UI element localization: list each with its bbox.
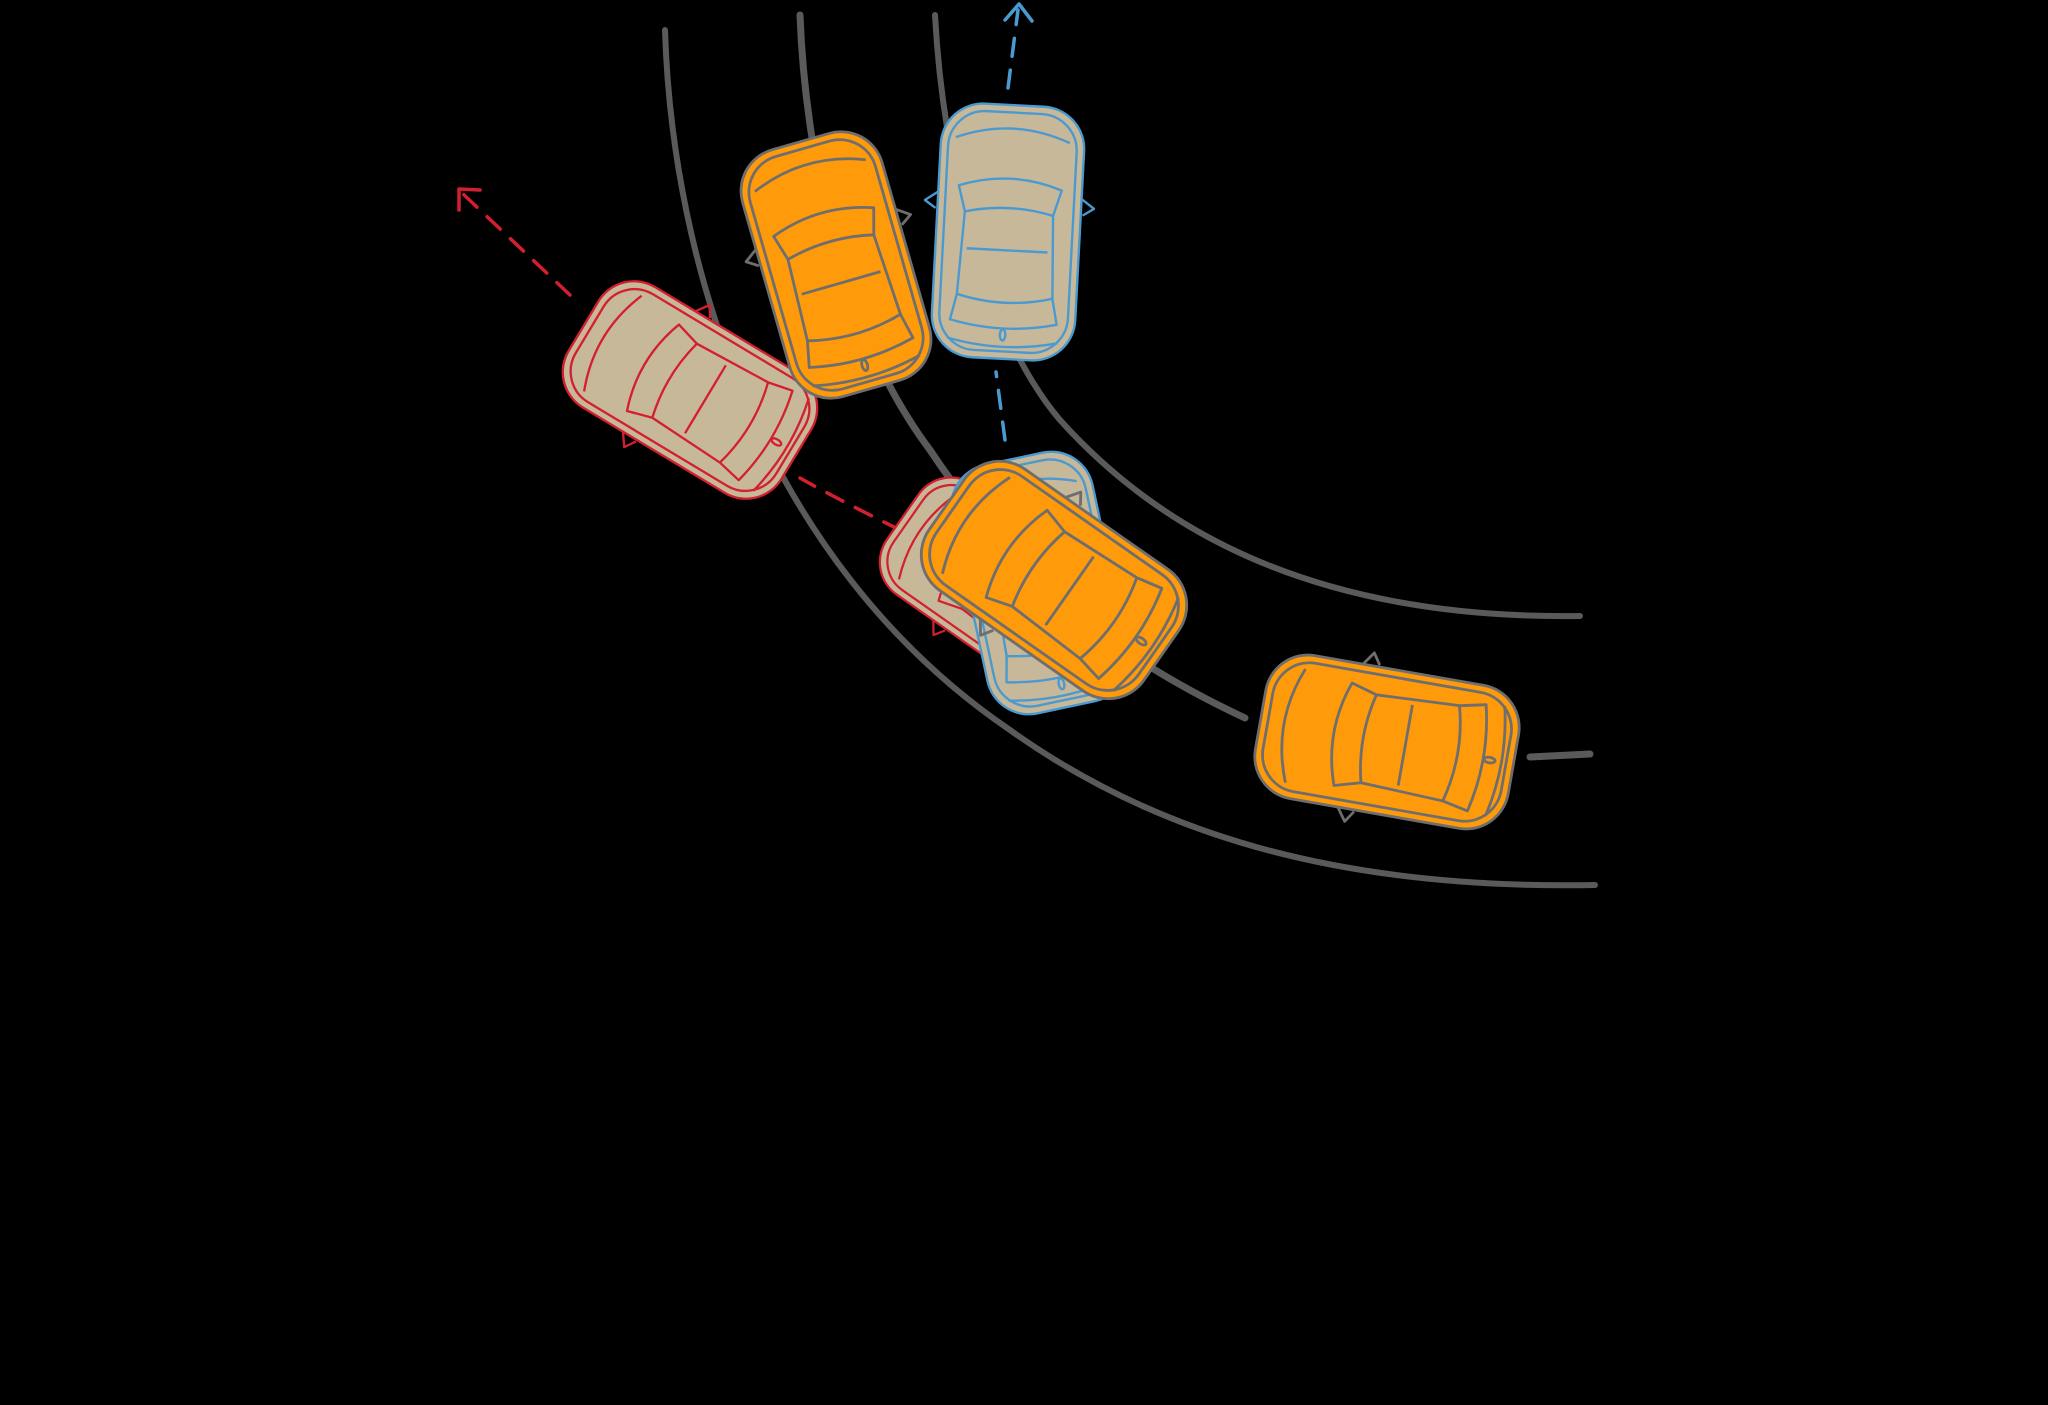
blue-trajectory bbox=[994, 2, 1034, 442]
red-trajectory bbox=[457, 187, 902, 532]
blue-car-oversteer bbox=[915, 99, 1101, 365]
road-center-line bbox=[796, 11, 1594, 761]
blue-arrow-icon bbox=[1003, 2, 1034, 23]
road-outer-edge bbox=[662, 27, 1598, 889]
red-arrow-icon bbox=[457, 187, 482, 212]
orange-car-exit bbox=[1244, 634, 1530, 850]
